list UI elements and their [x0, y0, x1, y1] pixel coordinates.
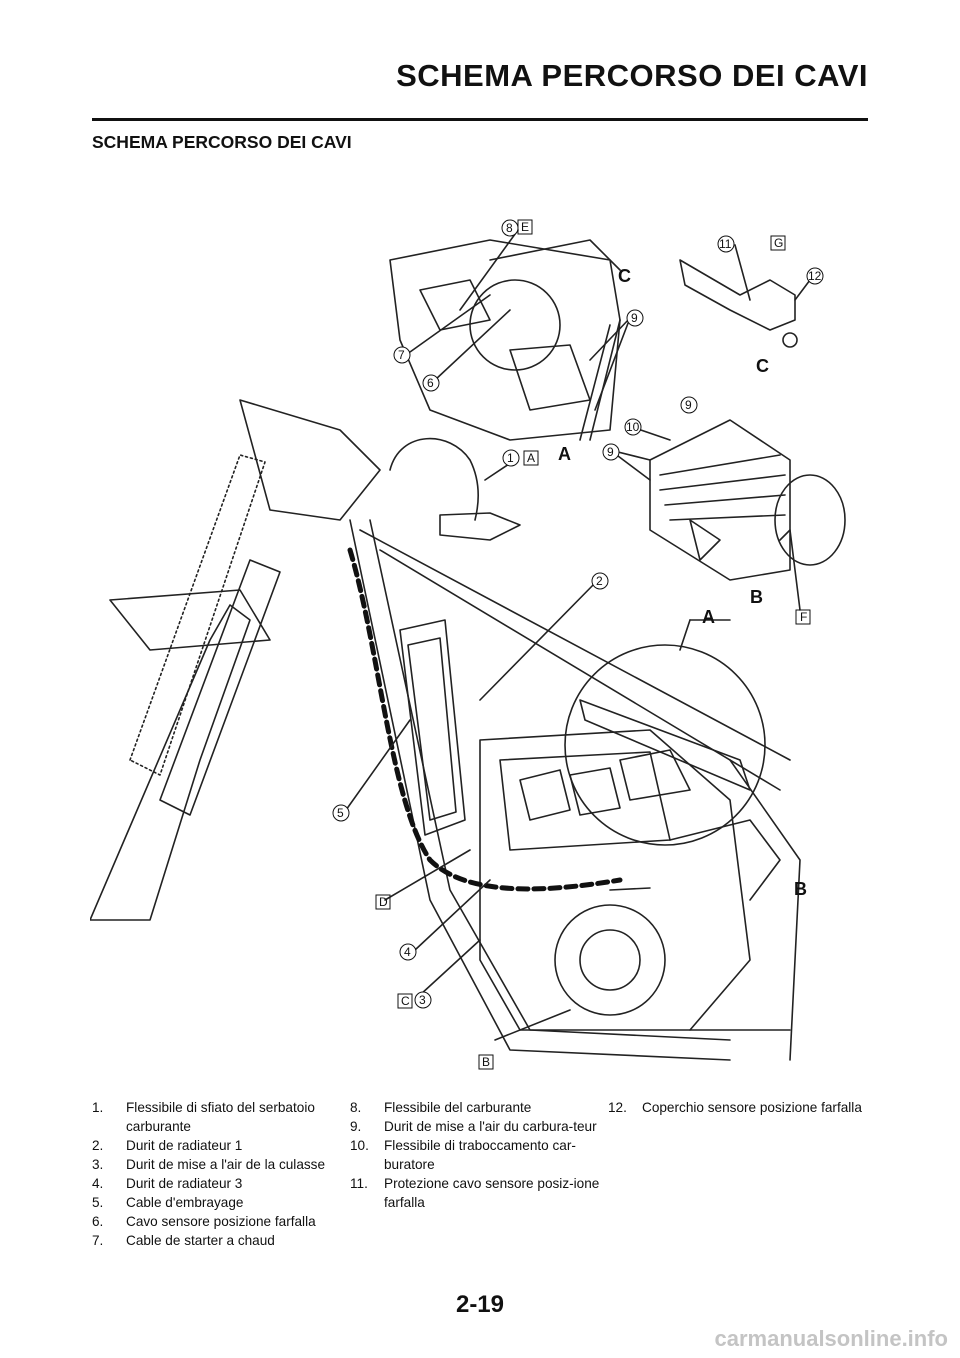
box-label-b: B: [482, 1055, 490, 1069]
page-header-title: SCHEMA PERCORSO DEI CAVI: [396, 58, 868, 93]
box-label-c: C: [401, 994, 410, 1008]
diagram-letter-b-1: B: [750, 587, 763, 607]
detail-circle-c: [469, 279, 561, 371]
callout-11: 11: [719, 237, 732, 251]
legend-item: 1.Flessibile di sfiato del serbatoio car…: [92, 1100, 315, 1134]
carburettor-inset: [389, 239, 621, 441]
callout-8: 8: [506, 221, 513, 235]
clutch-cover: [554, 904, 666, 1016]
sensor-detail: [679, 259, 796, 331]
frame-top-tube: [359, 529, 791, 761]
legend-item: 2.Durit de radiateur 1: [92, 1138, 243, 1153]
hose-bundle-detail: [649, 419, 791, 581]
diagram-letter-a-1: A: [558, 444, 571, 464]
legend-item: 6.Cavo sensore posizione farfalla: [92, 1214, 316, 1229]
fuel-cap: [439, 512, 521, 541]
legend-column-3: 12.Coperchio sensore posizione farfalla: [608, 1098, 868, 1250]
legend-item: 5.Cable d'embrayage: [92, 1195, 244, 1210]
hose-loop: [774, 474, 846, 566]
frame-down-tube: [349, 519, 731, 1061]
callout-5: 5: [337, 806, 344, 820]
legend-item: 4.Durit de radiateur 3: [92, 1176, 243, 1191]
box-label-f: F: [800, 610, 807, 624]
fork-leg-dotted: [129, 454, 266, 776]
page-number: 2-19: [455, 1291, 505, 1318]
parts-legend: 1.Flessibile di sfiato del serbatoio car…: [92, 1098, 868, 1250]
header-rule: [92, 118, 868, 121]
detail-circle-a: [564, 644, 766, 846]
callout-10: 10: [626, 420, 640, 434]
section-heading: SCHEMA PERCORSO DEI CAVI: [92, 132, 352, 152]
diagram-letter-c-2: C: [756, 356, 769, 376]
diagram-letter-c-1: C: [618, 266, 631, 286]
legend-item: 3.Durit de mise a l'air de la culasse: [92, 1157, 326, 1172]
clutch-cable-path: [347, 547, 623, 892]
legend-column-2: 8.Flessibile del carburante 9.Durit de m…: [350, 1098, 608, 1250]
legend-item: 12.Coperchio sensore posizione farfalla: [608, 1100, 862, 1115]
cable-routing-diagram: C C A A B B E G A F D C B: [90, 200, 870, 1080]
callout-12: 12: [808, 269, 822, 283]
diagram-letter-a-2: A: [702, 607, 715, 627]
callout-9-b: 9: [685, 398, 692, 412]
legend-column-1: 1.Flessibile di sfiato del serbatoio car…: [92, 1098, 350, 1250]
box-label-g: G: [774, 236, 783, 250]
legend-item: 9.Durit de mise a l'air du carbura-teur: [350, 1119, 597, 1134]
watermark: carmanualsonline.info: [714, 1326, 949, 1351]
diagram-svg: C C A A B B E G A F D C B: [90, 219, 846, 1070]
steering-head: [239, 399, 381, 521]
tank-vent-hose: [389, 437, 480, 521]
front-fender: [90, 604, 251, 921]
callout-3: 3: [419, 993, 426, 1007]
callout-9-c: 9: [607, 445, 614, 459]
callout-1: 1: [507, 451, 514, 465]
legend-item: 8.Flessibile del carburante: [350, 1100, 532, 1115]
legend-item: 10.Flessibile di traboccamento car-burat…: [350, 1138, 576, 1172]
radiator: [399, 619, 466, 836]
box-label-d: D: [379, 895, 388, 909]
callout-7: 7: [398, 348, 405, 362]
engine-block: [479, 729, 751, 1031]
callout-4: 4: [404, 945, 411, 959]
box-label-a: A: [527, 451, 535, 465]
legend-item: 7.Cable de starter a chaud: [92, 1233, 275, 1248]
legend-item: 11.Protezione cavo sensore posiz-ione fa…: [350, 1176, 600, 1210]
callout-9-a: 9: [631, 311, 638, 325]
fork-tube: [159, 559, 281, 816]
box-label-e: E: [521, 220, 529, 234]
callout-2: 2: [596, 574, 603, 588]
diagram-letter-b-2: B: [794, 879, 807, 899]
callout-6: 6: [427, 376, 434, 390]
number-plate: [109, 589, 271, 651]
